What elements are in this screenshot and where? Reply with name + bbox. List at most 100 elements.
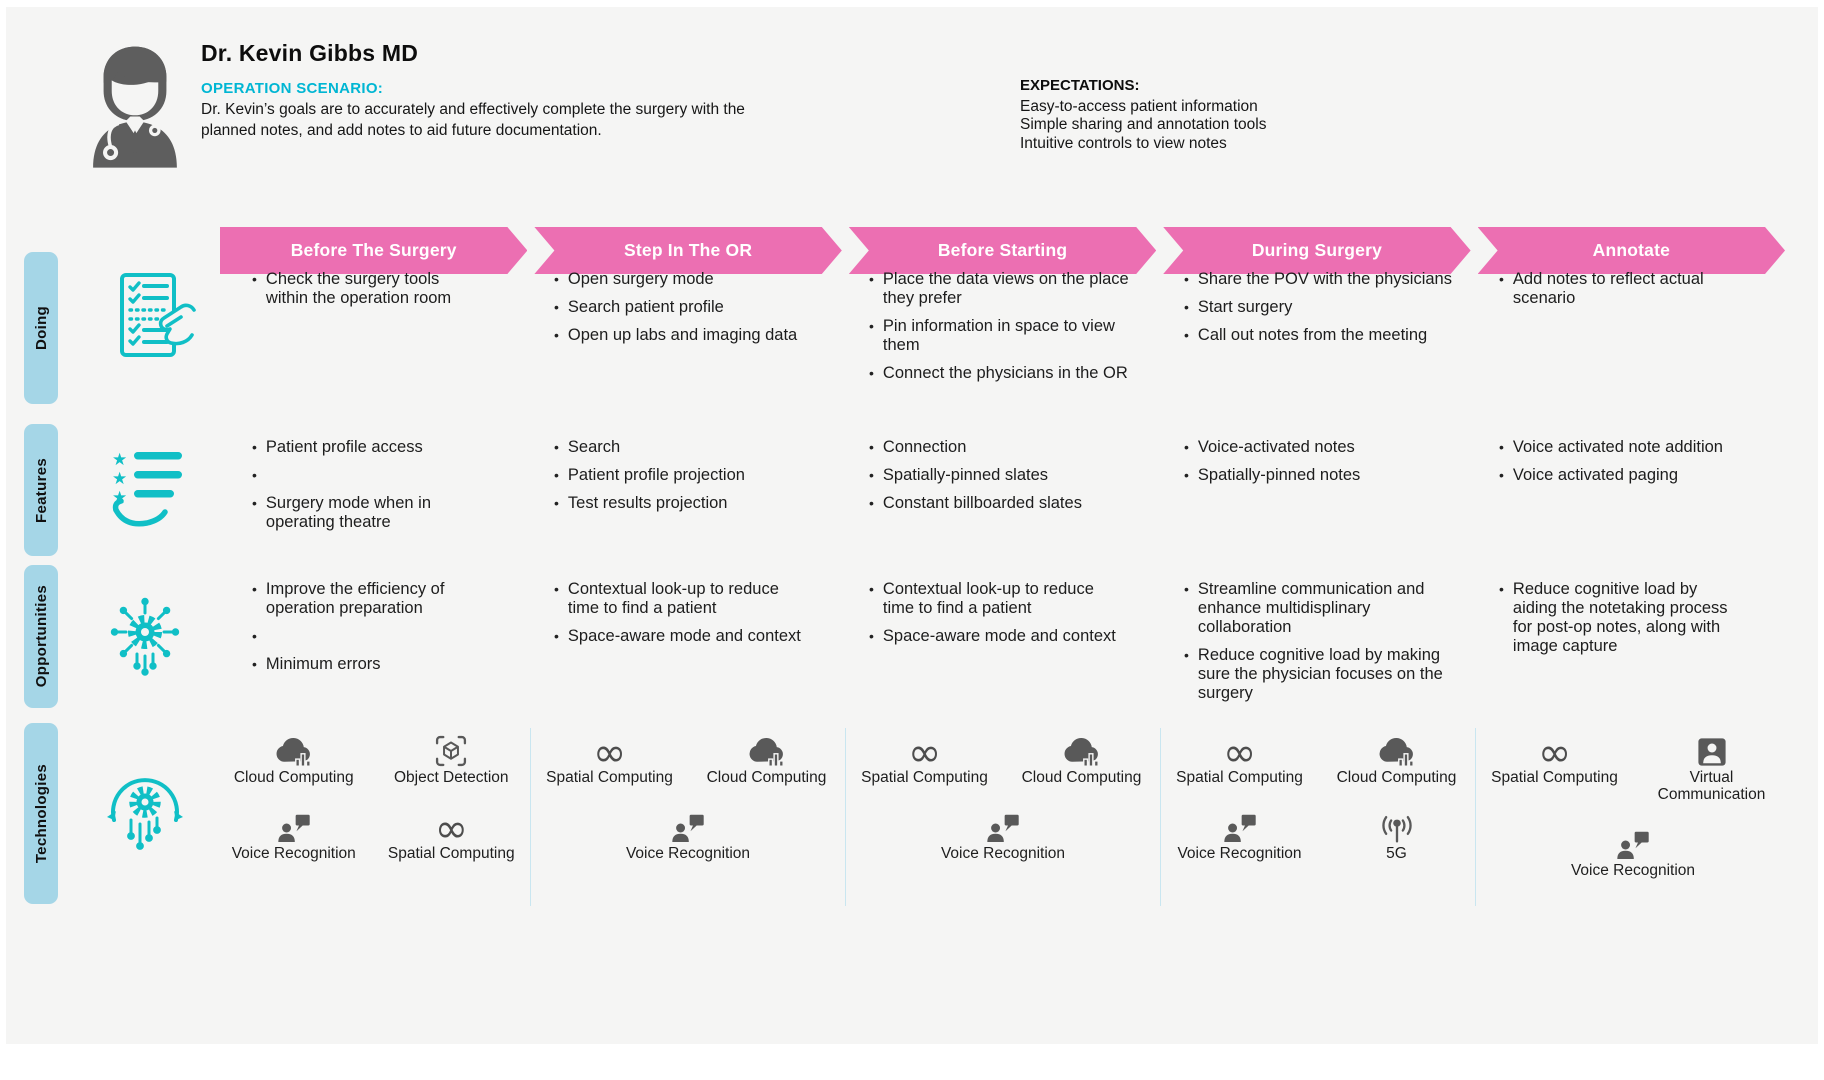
spatial-computing-icon: ∞: [434, 806, 468, 852]
row-label-text: Features: [32, 457, 50, 523]
doing-cell-3: •Place the data views on the place they …: [845, 270, 1160, 392]
bullet-dot: •: [554, 271, 559, 287]
bullet-text: Connect the physicians in the OR: [882, 364, 1128, 382]
tech-item-label: Spatial Computing: [861, 769, 988, 786]
phase-arrow-step-in-the-or: Step In The OR: [534, 227, 841, 274]
bullet-dot: •: [869, 318, 874, 334]
tech-item-5g: 5G: [1318, 812, 1475, 862]
bullet-text: Add notes to reflect actual scenario: [1512, 270, 1704, 307]
bullet-item: • Patient profile access: [252, 438, 530, 457]
voice-recognition-icon: [1614, 829, 1652, 861]
cloud-computing-icon: [272, 736, 316, 768]
bullet-text: Voice-activated notes: [1197, 438, 1355, 456]
bullet-dot: •: [252, 467, 257, 483]
doctor-avatar-icon: [93, 46, 177, 168]
bullet-item: • Reduce cognitive load by making sure th…: [1184, 646, 1475, 703]
row-label-text: Opportunities: [32, 585, 50, 688]
bullet-item: •Add notes to reflect actual scenario: [1499, 270, 1790, 308]
tech-item-label: Voice Recognition: [1177, 845, 1302, 862]
tech-item-voice-recognition: Voice Recognition: [1476, 829, 1790, 879]
expectation-item: Easy-to-access patient information: [1020, 97, 1258, 115]
tech-item-spatial-computing: ∞Spatial Computing: [373, 806, 531, 862]
phase-arrow-label: Annotate: [1592, 240, 1671, 260]
tech-item-spatial-computing: ∞Spatial Computing: [1161, 730, 1318, 786]
checklist-icon: [120, 273, 196, 357]
bullet-text: Start surgery: [1197, 298, 1293, 316]
spatial-computing-icon: ∞: [1537, 730, 1572, 776]
bullet-text: Space-aware mode and context: [567, 627, 801, 645]
bullet-dot: •: [869, 271, 874, 287]
tech-item-spatial-computing: ∞Spatial Computing: [531, 730, 688, 786]
bullet-dot: •: [554, 495, 559, 511]
tech-item-label: Cloud Computing: [706, 769, 827, 786]
bullet-dot: •: [1184, 647, 1189, 663]
spatial-computing-icon: ∞: [907, 730, 942, 776]
bullet-text: Constant billboarded slates: [882, 494, 1082, 512]
tech-item-spatial-computing: ∞Spatial Computing: [1476, 730, 1633, 803]
tech-item-label: Voice Recognition: [940, 845, 1066, 862]
bullet-text: Voice activated paging: [1512, 466, 1679, 484]
bullet-dot: •: [554, 299, 559, 315]
row-label-doing: Doing: [24, 252, 58, 404]
doing-cell-1: • Check the surgery tools within the oper…: [215, 270, 530, 392]
tech-item-label: Cloud Computing: [1336, 769, 1457, 786]
spatial-computing-icon: ∞: [592, 730, 627, 776]
spatial-computing-icon: ∞: [1222, 730, 1257, 776]
bullet-text: Check the surgery tools within the opera…: [265, 270, 452, 307]
bullet-text: Surgery mode when in operating theatre: [265, 494, 431, 531]
voice-recognition-icon: [669, 812, 707, 844]
bullet-item: •Minimum errors: [252, 655, 530, 674]
row-label-technologies: Technologies: [24, 723, 58, 904]
bullet-text: Call out notes from the meeting: [1197, 326, 1428, 344]
features-cell-5: •Voice activated note addition•Voice act…: [1475, 438, 1790, 541]
bullet-dot: •: [1184, 467, 1189, 483]
opportunities-cell-4: •Streamline communication and enhance mu…: [1160, 580, 1475, 712]
bullet-text: Spatially-pinned slates: [882, 466, 1049, 484]
bullet-item: •Improve the efficiency of operation pre…: [252, 580, 530, 618]
bullet-item: • Check the surgery tools within the oper…: [252, 270, 530, 308]
bullet-text: Pin information in space to view them: [882, 317, 1115, 354]
bullet-text: Spatially-pinned notes: [1197, 466, 1361, 484]
tech-item-virtual-communication: Virtual Communication: [1633, 736, 1790, 803]
operation-scenario-text: Dr. Kevin’s goals are to accurately and …: [201, 101, 745, 139]
bullet-dot: •: [252, 439, 257, 455]
tech-item-label: Voice Recognition: [625, 845, 751, 862]
tech-item-label: Voice Recognition: [1570, 862, 1696, 879]
bullet-dot: •: [1184, 271, 1189, 287]
opportunities-cell-2: •Contextual look-up to reduce time to fi…: [530, 580, 845, 712]
bullet-dot: •: [1184, 439, 1189, 455]
bullet-item: •Space-aware mode and context: [554, 627, 845, 646]
bullet-item: •Reduce cognitive load by aiding the not…: [1499, 580, 1790, 656]
tech-item-cloud-computing: Cloud Computing: [215, 736, 373, 786]
voice-recognition-icon: [984, 812, 1022, 844]
five-g-icon: [1377, 812, 1417, 844]
bullet-text: Contextual look-up to reduce time to fin…: [882, 580, 1094, 617]
phase-arrow-label: During Surgery: [1251, 240, 1383, 260]
bullet-item: •Surgery mode when in operating theatre: [252, 494, 530, 532]
bullet-dot: •: [252, 581, 257, 597]
doing-cell-2: •Open surgery mode•Search patient profil…: [530, 270, 845, 392]
cloud-computing-icon: [745, 736, 789, 768]
tech-item-label: Voice Recognition: [231, 845, 356, 862]
opportunities-cell-3: •Contextual look-up to reduce time to fi…: [845, 580, 1160, 712]
bullet-item: •Call out notes from the meeting: [1184, 326, 1475, 345]
expectation-item: Simple sharing and annotation tools: [1020, 116, 1267, 133]
bullet-text: Patient profile access: [265, 438, 423, 456]
bullet-item: •Spatially-pinned slates: [869, 466, 1160, 485]
row-label-text: Doing: [32, 306, 50, 350]
bullet-text: Contextual look-up to reduce time to fin…: [567, 580, 779, 617]
bullet-text: Reduce cognitive load by making sure the…: [1197, 646, 1443, 702]
journey-map-background: [6, 7, 1818, 1044]
row-opportunities-cells: •Improve the efficiency of operation pre…: [215, 580, 1790, 712]
bullet-text: Open up labs and imaging data: [567, 326, 798, 344]
cloud-computing-icon: [1060, 736, 1104, 768]
bullet-item: •: [252, 627, 530, 646]
bullet-item: •Contextual look-up to reduce time to fi…: [869, 580, 1160, 618]
feature-list-icon: ★ ★ ★: [112, 450, 182, 527]
bullet-dot: •: [252, 271, 257, 287]
phase-arrow-before-starting: Before Starting: [849, 227, 1156, 274]
